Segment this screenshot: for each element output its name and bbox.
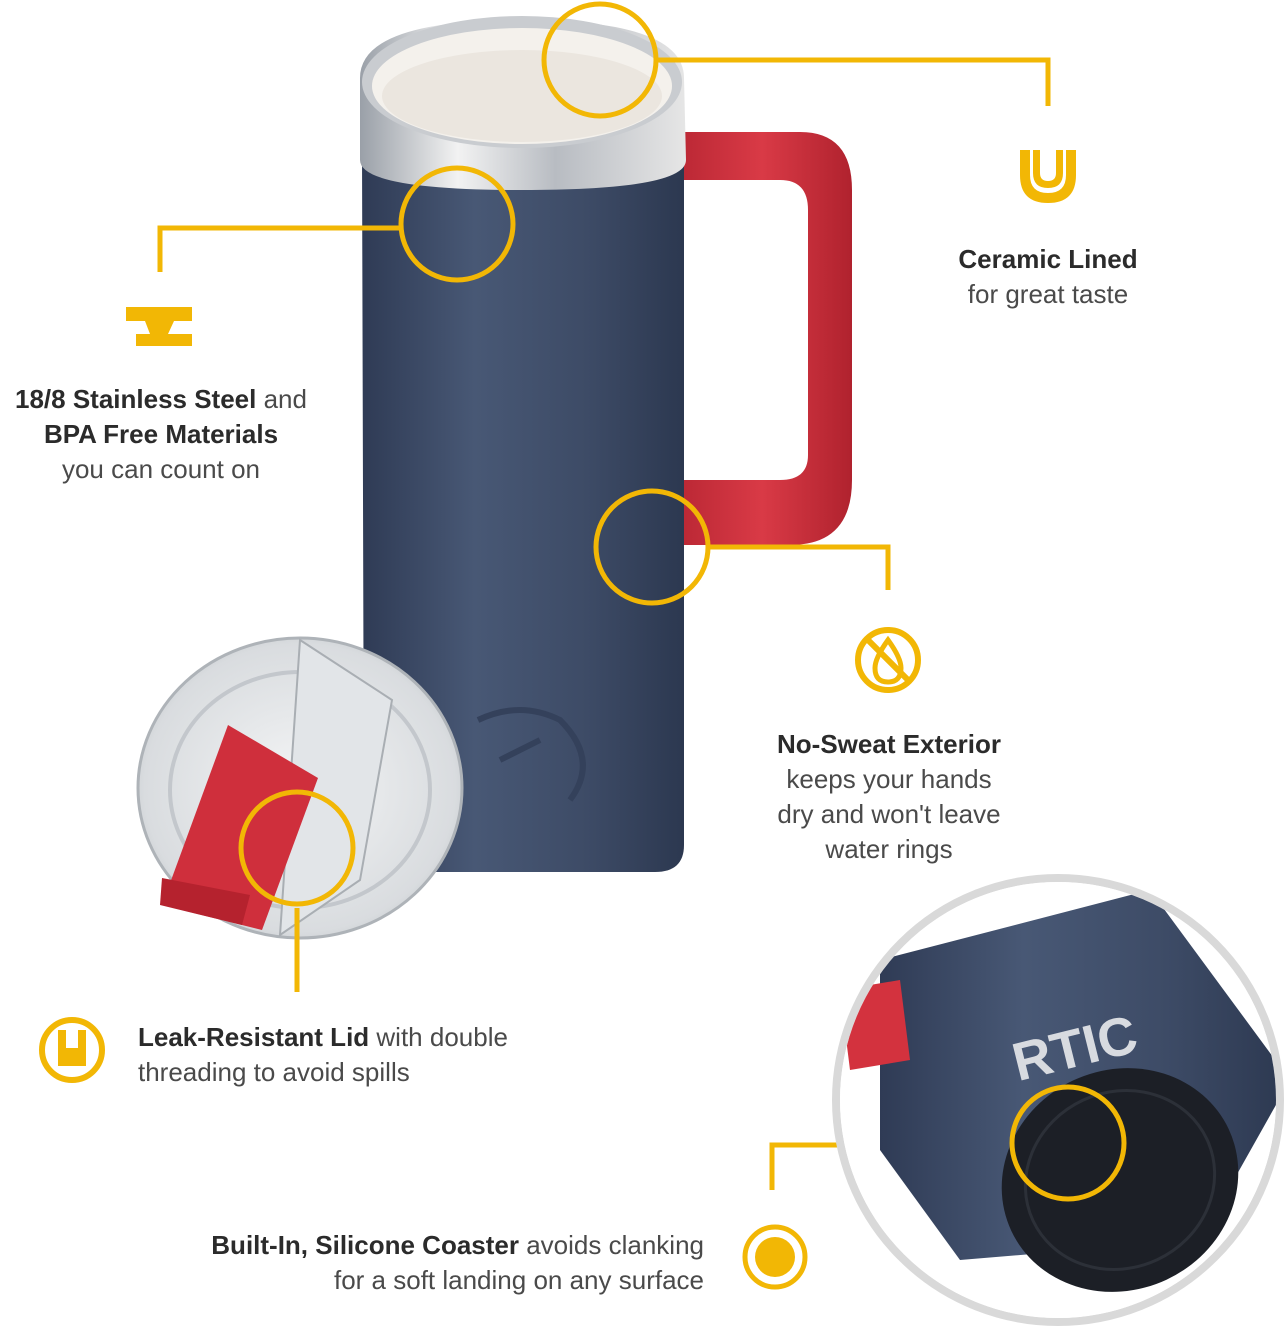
mug-handle xyxy=(672,132,852,545)
feature-coaster-desc: for a soft landing on any surface xyxy=(333,1265,704,1295)
feature-sweat-desc1: keeps your hands xyxy=(786,764,992,794)
feature-lid-desc: threading to avoid spills xyxy=(138,1057,410,1087)
callout-circle-lid xyxy=(238,789,356,907)
zoom-inset: RTIC xyxy=(832,874,1284,1326)
feature-lid-rest: with double xyxy=(369,1022,508,1052)
callout-circle-sweat xyxy=(593,488,711,606)
embossed-logo-icon xyxy=(476,707,586,802)
feature-sweat: No-Sweat Exterior keeps your hands dry a… xyxy=(748,727,1030,867)
feature-lid: Leak-Resistant Lid with double threading… xyxy=(138,1020,568,1090)
feature-ceramic-desc: for great taste xyxy=(967,279,1129,309)
feature-coaster-rest: avoids clanking xyxy=(519,1230,704,1260)
feature-sweat-desc2: dry and won't leave xyxy=(777,799,1001,829)
feature-steel-title: 18/8 Stainless Steel xyxy=(15,384,257,414)
callout-circle-ceramic xyxy=(541,1,659,119)
anvil-icon xyxy=(126,307,192,346)
callout-circle-coaster xyxy=(1009,1084,1127,1202)
feature-steel-title2: BPA Free Materials xyxy=(43,419,279,449)
mug-body xyxy=(360,16,686,872)
lid-icon xyxy=(39,1017,105,1083)
lid xyxy=(136,636,464,940)
feature-sweat-desc3: water rings xyxy=(825,834,953,864)
feature-steel-rest: and xyxy=(256,384,307,414)
feature-ceramic-title: Ceramic Lined xyxy=(958,244,1138,274)
callout-circle-steel xyxy=(398,165,516,283)
callout-circles xyxy=(238,1,711,907)
feature-ceramic: Ceramic Lined for great taste xyxy=(920,242,1176,312)
feature-sweat-title: No-Sweat Exterior xyxy=(777,729,1001,759)
no-drop-icon xyxy=(855,627,921,693)
feature-coaster: Built-In, Silicone Coaster avoids clanki… xyxy=(150,1228,704,1298)
feature-lid-title: Leak-Resistant Lid xyxy=(138,1022,370,1052)
feature-steel: 18/8 Stainless Steel and BPA Free Materi… xyxy=(0,382,322,487)
feature-steel-desc: you can count on xyxy=(61,454,261,484)
feature-coaster-title: Built-In, Silicone Coaster xyxy=(211,1230,519,1260)
u-shape-icon xyxy=(1020,150,1076,203)
coaster-dot-icon xyxy=(742,1224,808,1290)
